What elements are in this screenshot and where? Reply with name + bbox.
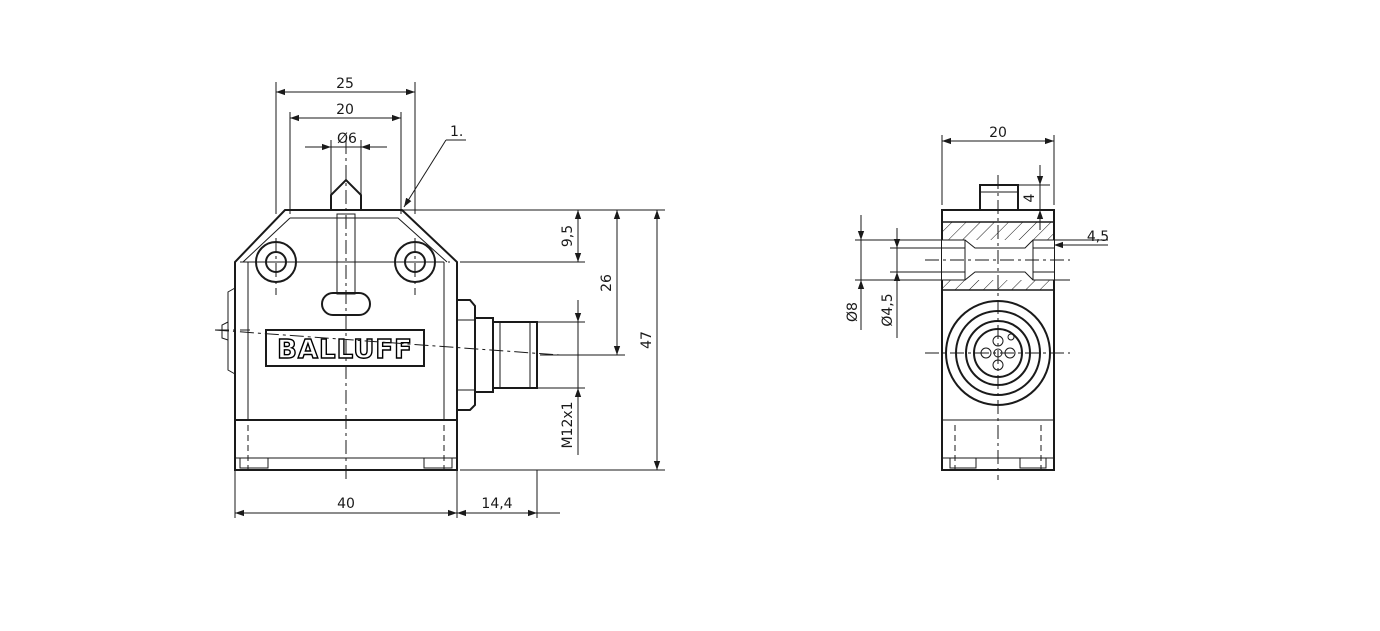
side-dim-diameter-4-5: Ø4,5 [880, 293, 896, 326]
front-plunger [330, 178, 362, 210]
dim-height-26: 26 [599, 274, 615, 292]
dim-height-47: 47 [639, 331, 655, 349]
connector-nut [456, 299, 476, 411]
side-dim-width-20: 20 [989, 125, 1007, 141]
front-view: BALLUFF [214, 76, 665, 518]
dim-height-9-5: 9,5 [560, 225, 576, 247]
dim-width-14-4: 14,4 [481, 496, 512, 512]
callout-1: 1. [450, 124, 463, 140]
side-plunger [979, 184, 1019, 211]
dim-thread-m12: M12x1 [560, 401, 576, 448]
side-dim-diameter-8: Ø8 [845, 302, 861, 322]
brand-logo-frame [265, 329, 425, 367]
connector-collar [474, 317, 494, 393]
side-view: 20 4 4,5 Ø8 Ø4,5 [845, 125, 1109, 480]
dim-width-40: 40 [337, 496, 355, 512]
side-dim-hole-4-5: 4,5 [1087, 229, 1109, 245]
dim-width-20: 20 [336, 102, 354, 118]
connector-thread [492, 321, 538, 389]
side-dim-height-4: 4 [1022, 193, 1038, 202]
dim-width-25: 25 [336, 76, 354, 92]
dim-diameter-6: Ø6 [337, 131, 357, 147]
